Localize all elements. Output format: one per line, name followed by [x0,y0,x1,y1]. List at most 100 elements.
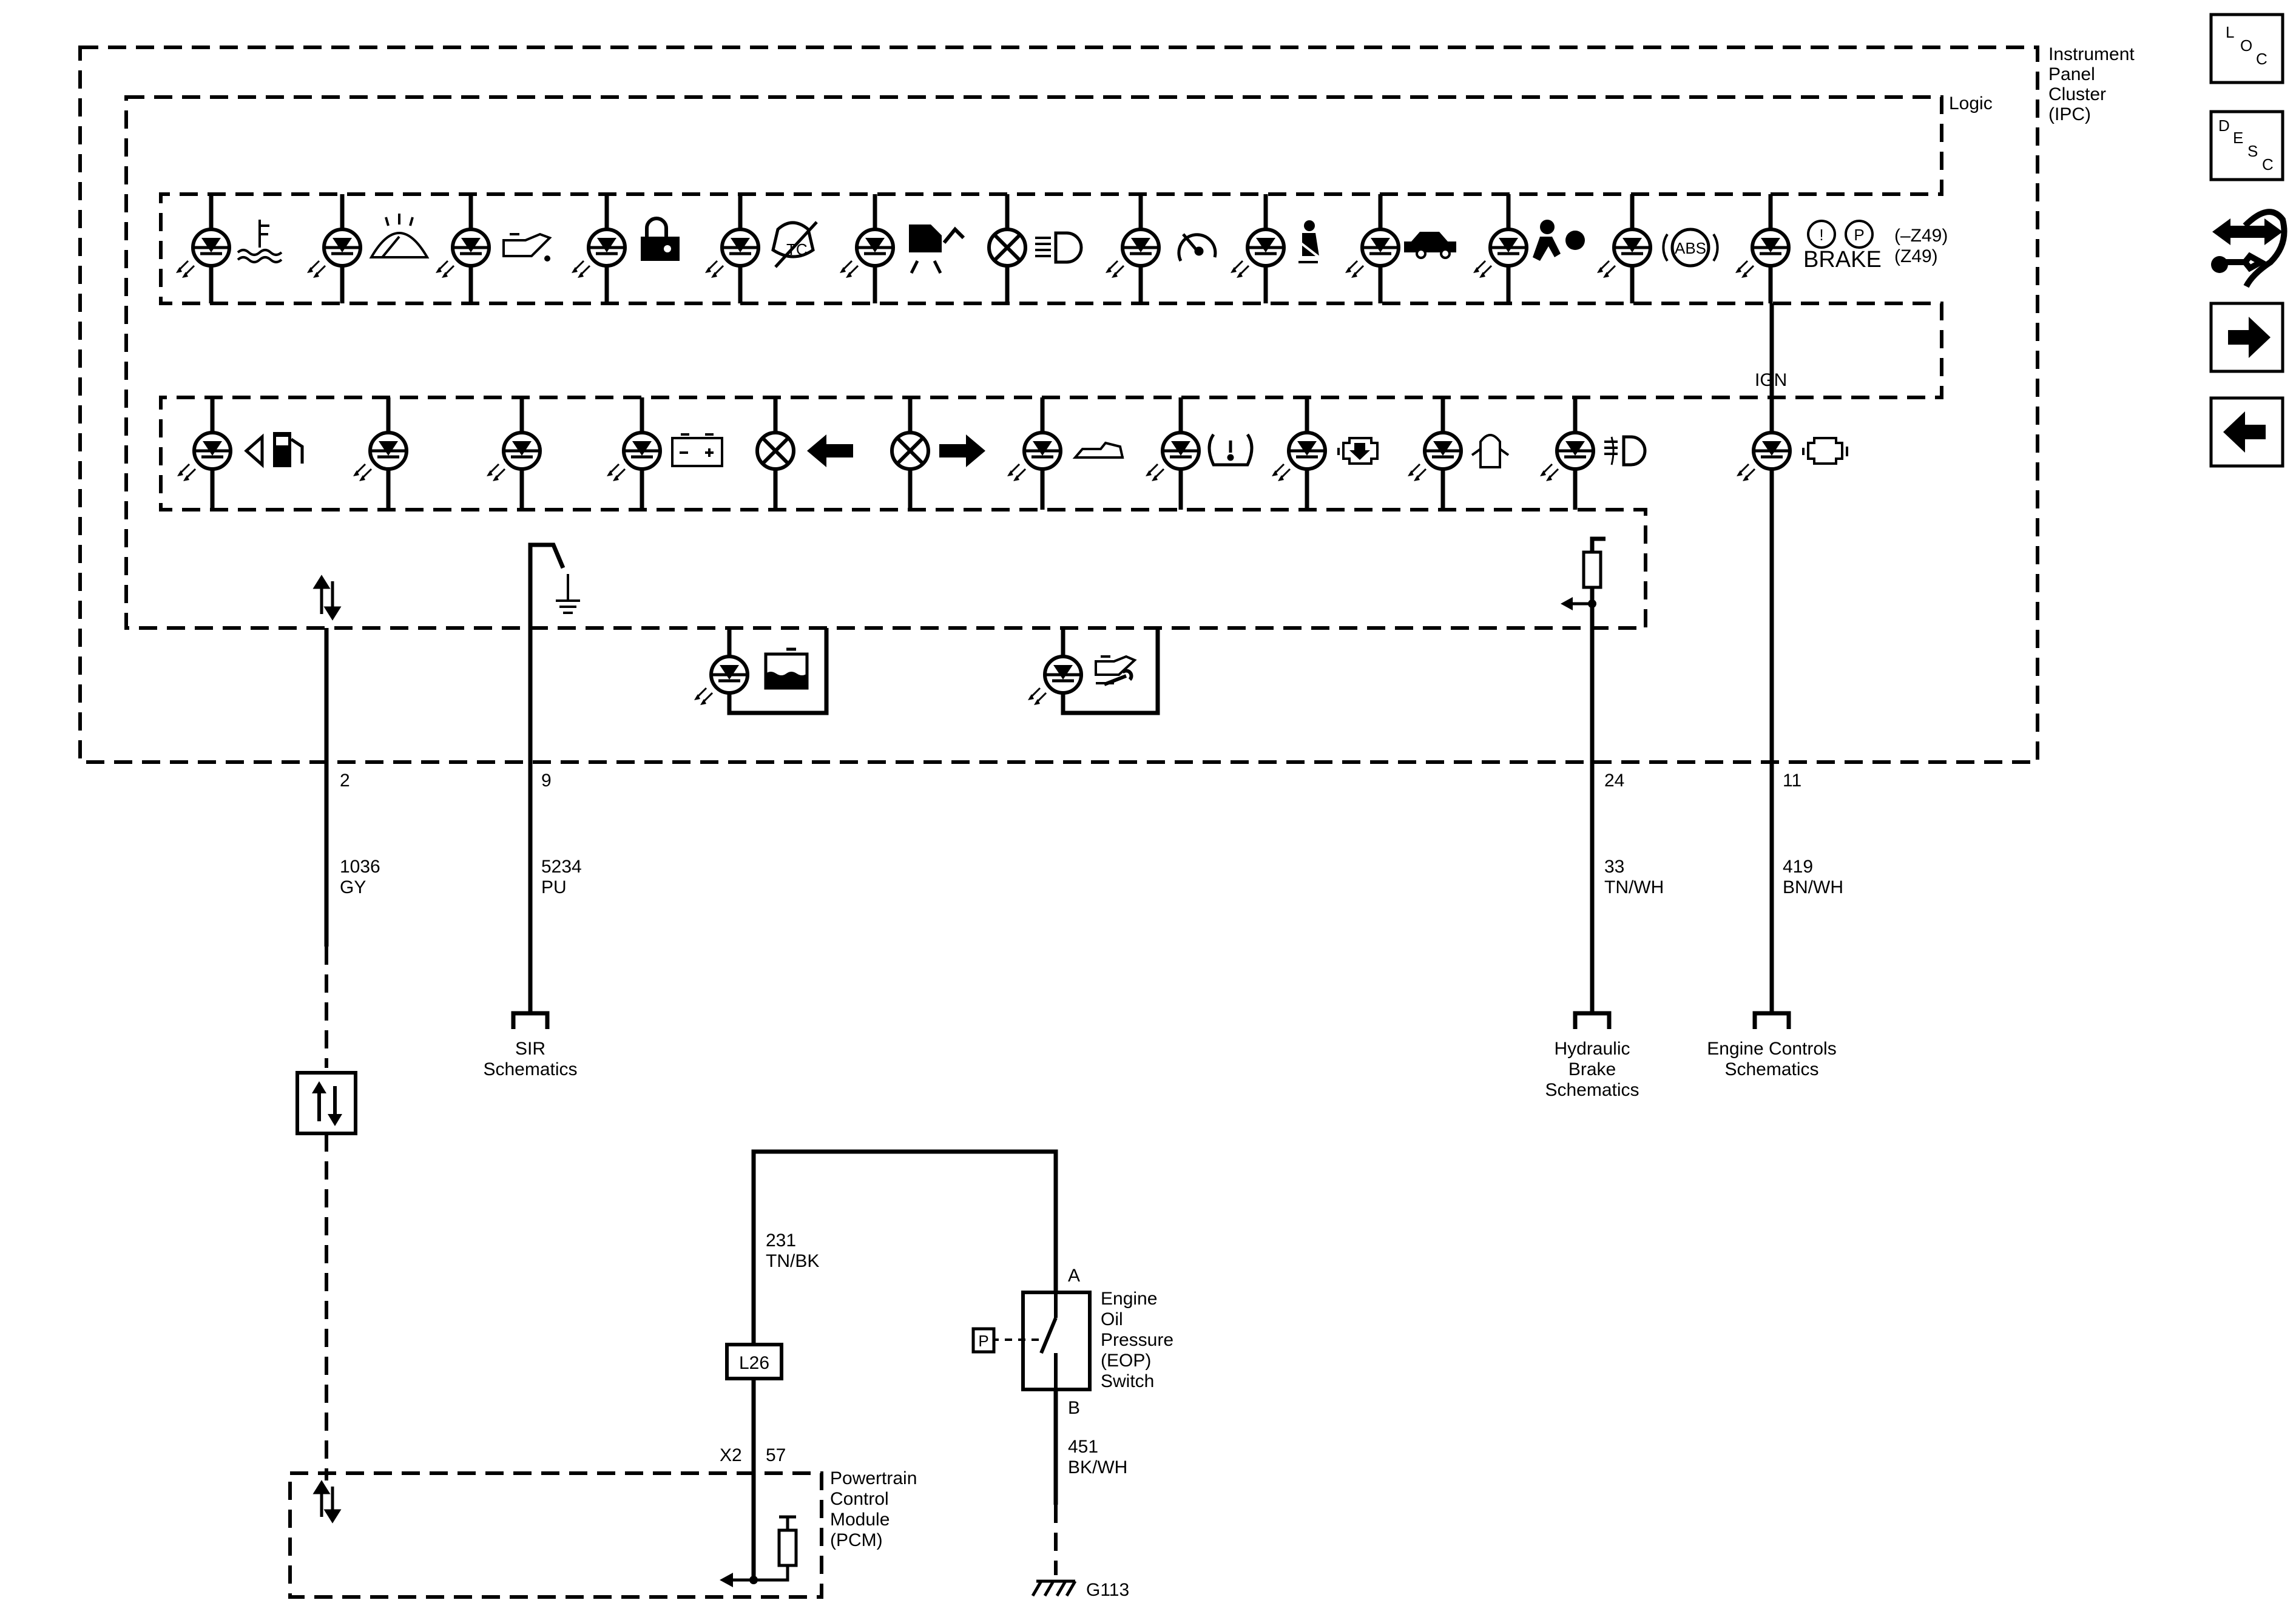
svg-text:(PCM): (PCM) [830,1530,883,1550]
arrow-right-icon [2228,317,2271,358]
wire-5234-color: PU [541,877,567,897]
washer-fluid-icon [369,214,430,258]
eop-switch-name: Engine Oil Pressure (EOP) Switch [1101,1289,1173,1391]
svg-text:ABS: ABS [1675,239,1706,257]
svg-text:C: C [2256,50,2267,68]
ipc-outer-boundary [78,46,2039,764]
svg-text:D: D [2218,116,2230,135]
brake-option-2: (Z49) [1894,246,1938,266]
sir-reference-2: Schematics [483,1059,577,1079]
led-cruise [1106,229,1159,278]
svg-text:Oil: Oil [1101,1309,1123,1329]
brake-circuit: 24 33 TN/WH Hydraulic Brake Schematics [1545,536,1664,1100]
led-seatbelt [1231,229,1284,278]
brake-warning-icon: ! P BRAKE [1803,220,1882,272]
svg-text:Module: Module [830,1510,890,1530]
svg-text:L26: L26 [739,1353,769,1373]
svg-text:!: ! [1819,226,1823,244]
sir-circuit: 9 5234 PU SIR Schematics [483,542,582,1079]
led-tire-pressure [1146,433,1199,481]
brake-reference-3: Schematics [1545,1080,1639,1100]
led-fog-lamp [1540,433,1593,481]
svg-text:Pressure: Pressure [1101,1330,1173,1350]
svg-text:BRAKE: BRAKE [1803,247,1882,272]
wire-451-number: 451 [1068,1437,1098,1457]
pcm-pin: 57 [766,1445,786,1465]
serial-data-splice [295,1071,357,1135]
svg-text:(EOP): (EOP) [1101,1351,1151,1371]
wrench-arrows-icon [2211,209,2288,288]
brake-option-1: (–Z49) [1894,226,1948,246]
ipc-logic-boundary [124,95,1943,630]
led-unlabeled-2 [487,433,540,481]
left-arrow-icon [807,434,853,467]
nav-prev-button[interactable] [2209,396,2284,468]
indicator-row-top: TC [176,194,1948,303]
nav-loc-button[interactable]: L O C [2209,13,2284,84]
pcm-connector: X2 [720,1445,742,1465]
led-unlabeled-1 [353,433,407,481]
led-oil-level [436,229,489,278]
nav-desc-button[interactable]: D E S C [2209,110,2284,181]
svg-text:Cluster: Cluster [2048,84,2106,104]
nav-diagnostics-button[interactable] [2211,209,2288,288]
led-traction-off [705,229,758,278]
traction-off-icon: TC [771,221,818,268]
svg-text:Instrument: Instrument [2048,44,2135,64]
abs-icon: ABS [1662,228,1719,268]
pin-2: 2 [340,771,350,791]
eop-terminal-b: B [1068,1398,1080,1418]
serial-data-circuit: 2 1036 GY [295,575,380,1524]
coolant-level-indicator [694,628,829,715]
svg-text:S: S [2247,142,2258,160]
bulb-right-turn [892,433,928,469]
wire-33-color: TN/WH [1604,877,1664,897]
wire-451-color: BK/WH [1068,1457,1127,1477]
led-brake [1735,229,1789,278]
engine-controls-reference-1: Engine Controls [1707,1039,1836,1059]
nav-next-button[interactable] [2209,302,2284,373]
tire-pressure-icon [1207,433,1254,467]
pin-11: 11 [1783,771,1801,791]
svg-text:Panel: Panel [2048,64,2095,84]
right-arrow-icon [939,434,985,467]
coolant-temp-icon [237,220,283,263]
oil-can-icon [502,232,552,262]
airbag-icon [1533,220,1585,261]
wire-1036-color: GY [340,877,366,897]
svg-text:P: P [978,1332,988,1350]
eop-switch: P A B [971,1266,1092,1418]
led-washer-fluid [307,229,360,278]
led-charging [607,433,660,481]
serial-data-arrows-pcm [312,1480,342,1524]
arrow-left-icon [2223,411,2266,453]
svg-text:C: C [2262,155,2274,174]
bulb-high-beam [989,229,1025,266]
vehicle-icon [1404,232,1456,259]
svg-text:P: P [1854,226,1864,244]
svg-text:L: L [2226,23,2234,41]
led-check-engine [1737,433,1790,481]
stabilitrak-icon [909,224,965,274]
led-coolant-temp [176,229,229,278]
engine-controls-circuit: 11 419 BN/WH Engine Controls Schematics [1707,771,1843,1079]
svg-text:Engine: Engine [1101,1289,1157,1309]
wire-1036-number: 1036 [340,857,380,877]
led-door-ajar [1408,433,1461,481]
serial-data-arrows-top [312,575,342,621]
coolant-level-icon [764,647,809,690]
ipc-title: Instrument Panel Cluster (IPC) [2048,44,2135,124]
wire-419-color: BN/WH [1783,877,1843,897]
wire-419-number: 419 [1783,857,1813,877]
high-beam-icon [1035,231,1083,264]
pin-9: 9 [541,771,552,791]
bulb-left-turn [757,433,794,469]
indicator-row-bottom [177,397,1647,510]
check-engine-icon [1802,437,1848,465]
low-fuel-icon [244,432,304,468]
led-security [572,229,625,278]
ground-g113 [1031,1579,1077,1597]
brake-reference-2: Brake [1568,1059,1616,1079]
engine-controls-reference-2: Schematics [1724,1059,1818,1079]
svg-text:Powertrain: Powertrain [830,1468,917,1488]
